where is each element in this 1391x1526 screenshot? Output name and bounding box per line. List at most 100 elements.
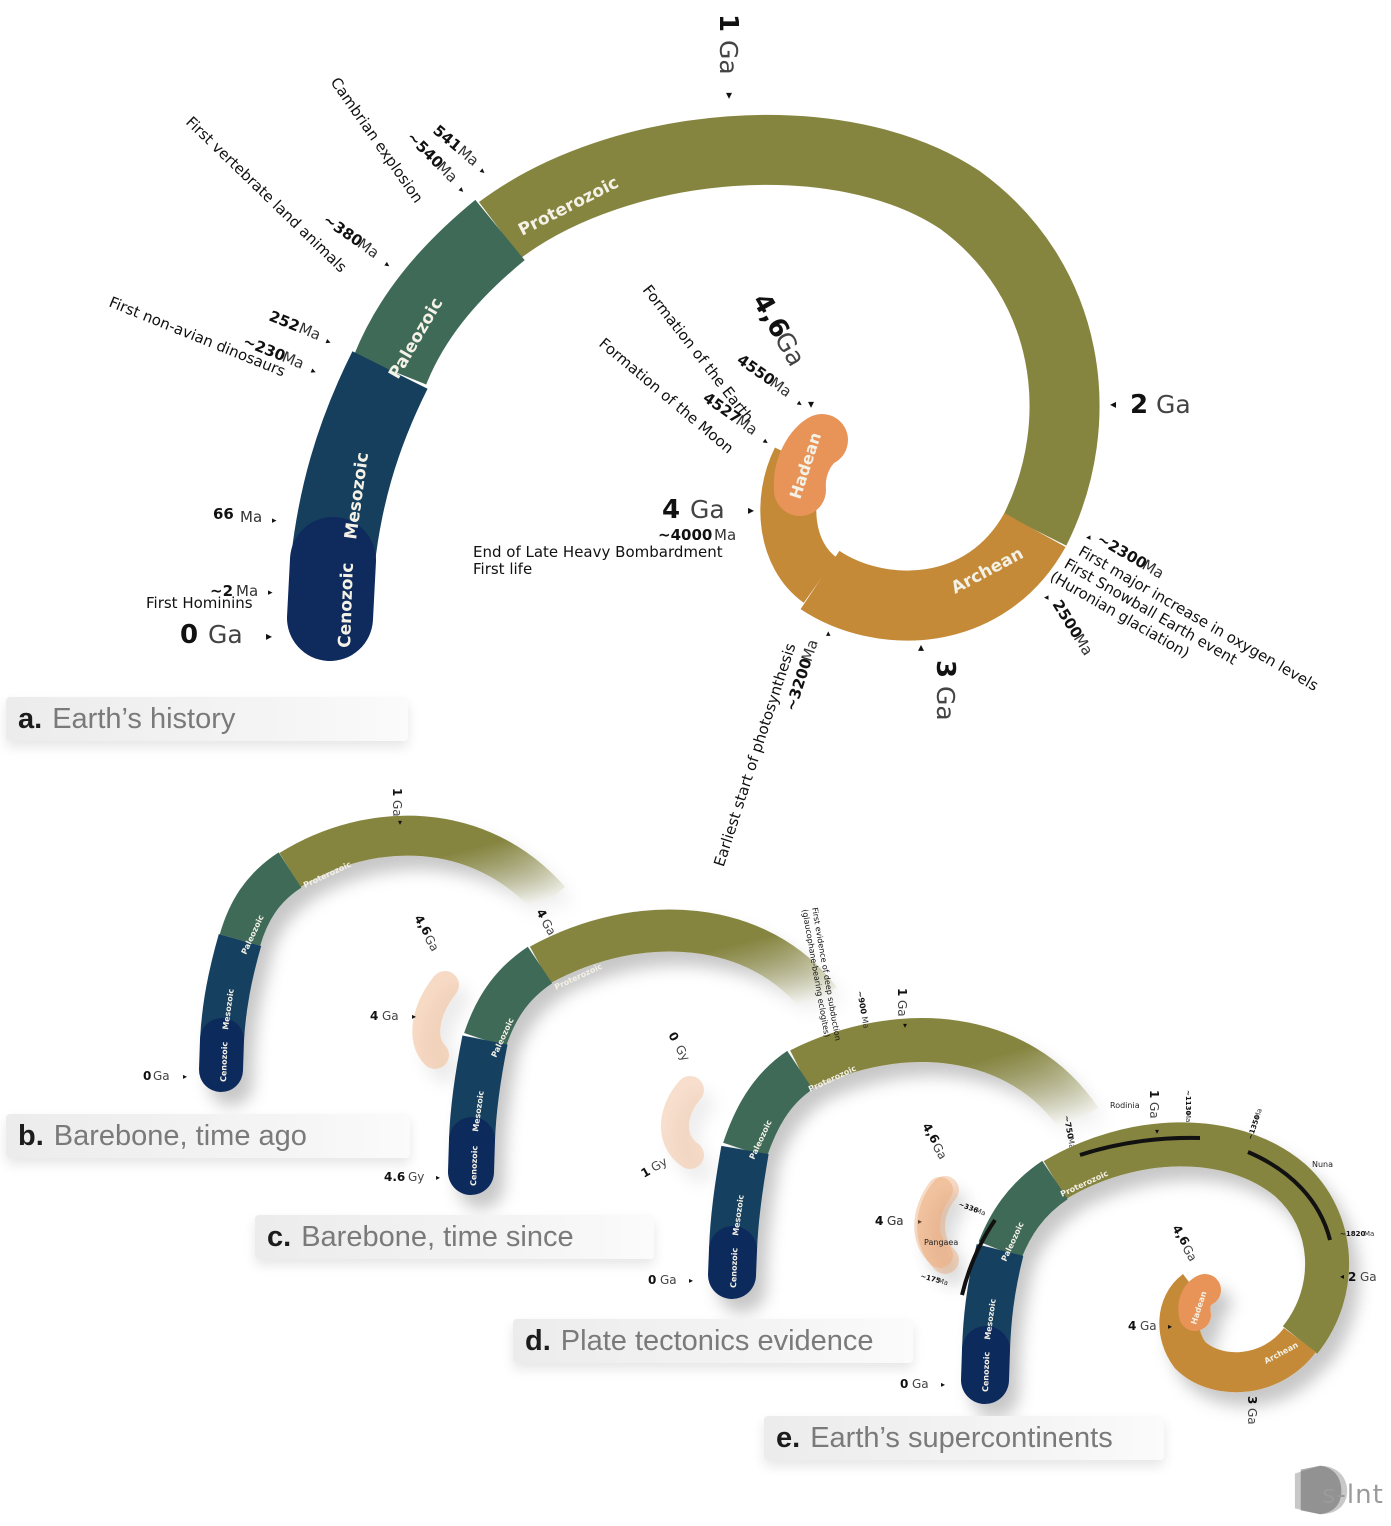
slnt-logo <box>1294 1465 1348 1515</box>
supercontinent-bars <box>960 1135 1332 1296</box>
svg-text:▸: ▸ <box>795 399 805 410</box>
svg-text:Ga: Ga <box>1156 390 1191 419</box>
event-2300ma: ~2300 Ma First major increase in oxygen … <box>1047 530 1322 695</box>
svg-text:Ga: Ga <box>208 620 243 649</box>
svg-text:End of Late Heavy Bombardment: End of Late Heavy Bombardment <box>473 543 723 561</box>
event-2ma: ~2 Ma ▸ First Hominins <box>146 582 273 612</box>
event-4000ma: ~4000 Ma End of Late Heavy Bombardment F… <box>473 526 736 578</box>
svg-text:Ga: Ga <box>1360 1270 1377 1284</box>
svg-text:1: 1 <box>713 14 743 32</box>
svg-text:~1820: ~1820 <box>1340 1230 1365 1238</box>
svg-text:~900: ~900 <box>855 990 868 1015</box>
svg-text:~2: ~2 <box>210 582 233 600</box>
svg-text:Ga: Ga <box>895 1000 909 1017</box>
svg-text:Ga: Ga <box>1140 1319 1157 1333</box>
svg-text:Ga: Ga <box>690 495 725 524</box>
svg-text:Gy: Gy <box>672 1043 692 1064</box>
svg-text:▾: ▾ <box>398 818 402 827</box>
svg-text:▾: ▾ <box>903 1021 907 1030</box>
svg-text:Cenozoic: Cenozoic <box>469 1145 479 1186</box>
svg-text:▸: ▸ <box>436 1173 440 1182</box>
svg-text:Ga: Ga <box>390 800 404 817</box>
logo-text: s-lnt <box>1322 1480 1384 1510</box>
svg-text:▸: ▸ <box>324 337 332 348</box>
svg-text:~1130: ~1130 <box>1184 1090 1192 1115</box>
svg-text:Ga: Ga <box>912 1377 929 1391</box>
caption-e-title: Earth’s supercontinents <box>810 1421 1113 1454</box>
svg-text:◂: ◂ <box>1110 397 1116 411</box>
svg-text:252: 252 <box>267 307 303 335</box>
caption-c-title: Barebone, time since <box>301 1220 574 1253</box>
svg-text:First life: First life <box>473 560 532 578</box>
svg-text:▸: ▸ <box>268 588 273 598</box>
svg-text:3: 3 <box>930 660 960 678</box>
event-3200ma-arrow: ▴ <box>826 629 831 639</box>
caption-b: b. Barebone, time ago <box>6 1114 410 1158</box>
svg-text:2: 2 <box>1130 390 1148 420</box>
caption-b-title: Barebone, time ago <box>53 1119 307 1152</box>
svg-text:First Hominins: First Hominins <box>146 594 253 612</box>
spiral-a: Proterozoic Paleozoic Mesozoic Cenozoic … <box>107 14 1322 869</box>
caption-c: c. Barebone, time since <box>255 1215 654 1259</box>
caption-b-letter: b. <box>18 1119 44 1152</box>
svg-text:▸: ▸ <box>412 1012 416 1021</box>
svg-text:▸: ▸ <box>748 503 754 517</box>
svg-text:Ga: Ga <box>887 1214 904 1228</box>
svg-text:Ma: Ma <box>974 1207 986 1218</box>
tick-3ga: 3 Ga <box>930 660 960 721</box>
band-paleozoic <box>353 199 525 386</box>
caption-a-title: Earth’s history <box>52 702 236 735</box>
svg-text:Rodinia: Rodinia <box>1110 1101 1140 1110</box>
svg-text:Ma: Ma <box>937 1277 949 1287</box>
svg-text:Pangaea: Pangaea <box>924 1238 958 1247</box>
svg-text:Earliest start of photosynthes: Earliest start of photosynthesis <box>710 641 799 869</box>
svg-text:Gy: Gy <box>408 1170 424 1184</box>
event-4550ma-label: Formation of the Earth <box>639 281 757 426</box>
event-2300ma-arrow: ◂ <box>1086 533 1091 543</box>
svg-text:3: 3 <box>1245 1396 1259 1404</box>
svg-text:0: 0 <box>665 1030 681 1044</box>
event-3200ma: ~3200 Ma Earliest start of photosynthesi… <box>710 637 822 869</box>
svg-text:Ga: Ga <box>153 1069 170 1083</box>
svg-text:66: 66 <box>213 505 234 523</box>
svg-text:0: 0 <box>143 1069 151 1083</box>
event-380ma-label: First vertebrate land animals <box>182 113 350 276</box>
tick-3ga-arrow: ▴ <box>918 640 924 654</box>
caption-e-letter: e. <box>776 1421 801 1454</box>
spiral-c <box>448 909 837 1195</box>
svg-text:1: 1 <box>390 788 404 796</box>
svg-text:▸: ▸ <box>183 1072 187 1081</box>
svg-text:Gy: Gy <box>649 1154 670 1174</box>
band-proterozoic <box>479 114 1100 546</box>
svg-text:▸: ▸ <box>761 437 771 448</box>
svg-text:▸: ▸ <box>309 366 317 377</box>
caption-d-letter: d. <box>525 1324 551 1357</box>
svg-text:Ga: Ga <box>1147 1102 1161 1119</box>
svg-text:Ma: Ma <box>798 637 822 664</box>
svg-text:Ma: Ma <box>714 526 736 544</box>
svg-text:0: 0 <box>900 1377 908 1391</box>
svg-text:Ma: Ma <box>860 1016 871 1029</box>
svg-text:Nuna: Nuna <box>1312 1160 1333 1169</box>
svg-text:▸: ▸ <box>1168 1322 1172 1331</box>
svg-text:▸: ▸ <box>689 1276 693 1285</box>
caption-d-title: Plate tectonics evidence <box>560 1324 874 1357</box>
svg-text:▸: ▸ <box>383 260 393 271</box>
svg-text:Ma: Ma <box>1066 1136 1077 1149</box>
svg-text:4: 4 <box>875 1214 883 1228</box>
tick-46ga-arrow: ▾ <box>808 397 814 411</box>
event-66ma: 66 Ma ▸ <box>213 505 277 526</box>
caption-d: d. Plate tectonics evidence <box>513 1319 913 1363</box>
svg-text:▸: ▸ <box>266 629 272 643</box>
svg-text:Ga: Ga <box>660 1273 677 1287</box>
spiral-b <box>199 815 566 1092</box>
svg-text:Ga: Ga <box>714 40 743 75</box>
svg-text:▸: ▸ <box>456 185 467 196</box>
event-252ma: 252 Ma ▸ <box>267 307 333 348</box>
tick-0ga: 0 Ga ▸ <box>180 620 272 650</box>
svg-text:Ma: Ma <box>1184 1112 1192 1122</box>
band-hadean <box>773 414 848 516</box>
tick-4ga: 4 Ga ▸ <box>662 495 754 525</box>
